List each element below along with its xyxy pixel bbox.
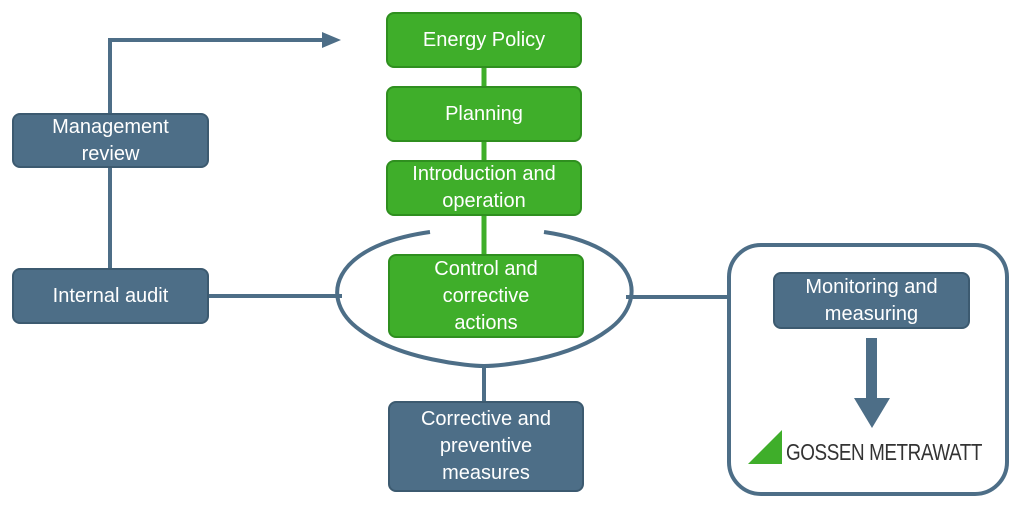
control-label: Control and corrective actions — [434, 257, 538, 334]
brand-name: GOSSEN METRAWATT — [786, 439, 983, 465]
energy-policy-box: Energy Policy — [386, 12, 582, 68]
introduction-label: Introduction and operation — [412, 163, 556, 212]
planning-box: Planning — [386, 86, 582, 142]
management-feedback-arrow-line — [108, 38, 325, 113]
management-review-label: Management review — [52, 115, 169, 165]
control-box: Control and corrective actions — [388, 254, 584, 338]
arrow-head-right-icon — [322, 32, 341, 48]
logo-triangle-icon — [748, 430, 782, 464]
energy-policy-label: Energy Policy — [422, 28, 546, 51]
monitoring-box: Monitoring and measuring — [773, 272, 970, 329]
cycle-ellipse-right-arc — [483, 230, 634, 368]
planning-label: Planning — [445, 102, 523, 125]
monitoring-label: Monitoring and measuring — [805, 275, 938, 325]
management-review-box: Management review — [12, 113, 209, 168]
corrective-preventive-box: Corrective and preventive measures — [388, 401, 584, 492]
corrective-preventive-label: Corrective and preventive measures — [420, 408, 552, 484]
internal-audit-label: Internal audit — [52, 284, 169, 307]
cycle-ellipse-left-arc — [335, 230, 485, 368]
gossen-metrawatt-logo: GOSSEN METRAWATT — [748, 428, 1024, 464]
introduction-box: Introduction and operation — [386, 160, 582, 216]
internal-audit-box: Internal audit — [12, 268, 209, 324]
arrow-down-icon — [854, 338, 890, 428]
